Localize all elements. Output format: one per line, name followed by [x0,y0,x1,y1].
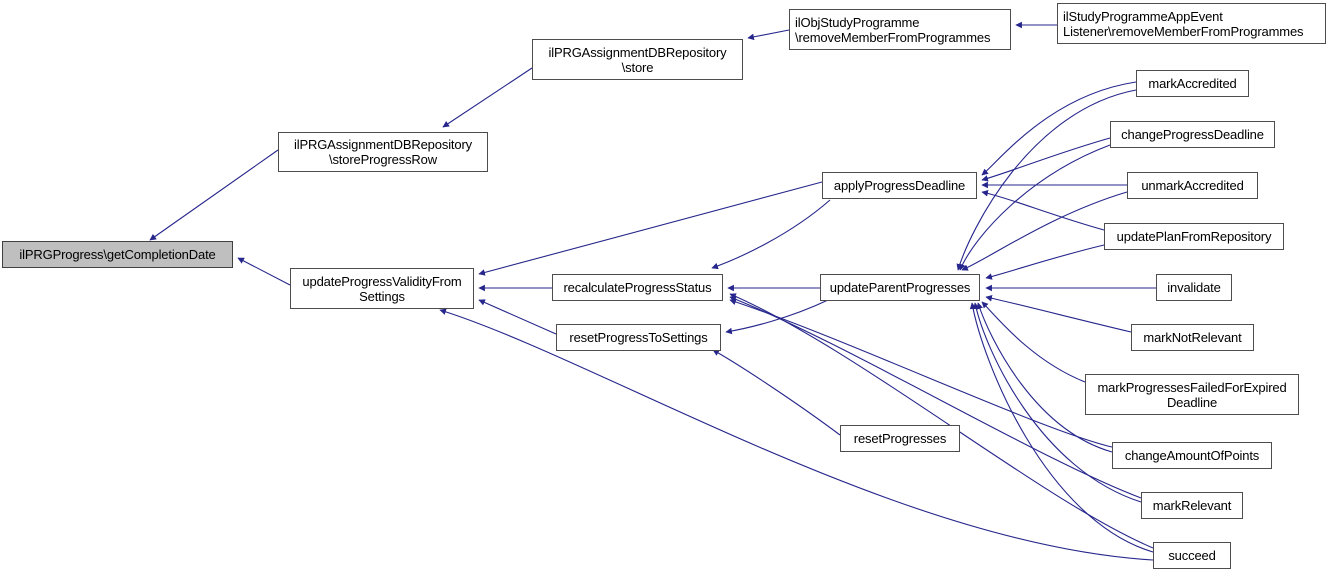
graph-edge [478,181,823,276]
graph-node-changeProgressDeadline[interactable]: changeProgressDeadline [1110,121,1275,148]
graph-edge [478,299,557,335]
graph-node-removeMemberFromProgrammes[interactable]: ilObjStudyProgramme \removeMemberFromPro… [789,9,1011,50]
graph-edge [976,302,1113,453]
graph-edge [959,144,1111,271]
graph-edge [712,349,841,436]
graph-node-markAccredited[interactable]: markAccredited [1136,70,1249,97]
graph-edge [981,190,1105,231]
graph-edge [981,137,1111,182]
graph-node-succeed[interactable]: succeed [1153,542,1231,569]
graph-node-markNotRelevant[interactable]: markNotRelevant [1131,324,1254,351]
graph-node-unmarkAccredited[interactable]: unmarkAccredited [1127,172,1258,199]
graph-edge [729,293,1154,549]
graph-edge [729,298,1113,448]
graph-edge [442,67,533,128]
graph-edge [956,89,1137,271]
graph-node-resetProgressToSettings[interactable]: resetProgressToSettings [556,324,721,351]
graph-edge [973,302,1142,503]
graph-node-listenerRemoveMember[interactable]: ilStudyProgrammeAppEvent Listener\remove… [1057,3,1326,44]
graph-edge [237,257,291,286]
graph-node-changeAmountOfPoints[interactable]: changeAmountOfPoints [1112,442,1272,469]
graph-node-getCompletionDate[interactable]: ilPRGProgress\getCompletionDate [2,241,233,268]
graph-node-markRelevant[interactable]: markRelevant [1141,492,1243,519]
graph-edge [981,301,1086,383]
graph-edge [711,199,831,270]
graph-edge [729,296,1142,499]
graph-node-markProgressesFailedForExpiredDeadline[interactable]: markProgressesFailedForExpired Deadline [1085,374,1299,415]
graph-edge [961,191,1128,271]
graph-node-store[interactable]: ilPRGAssignmentDBRepository \store [532,39,743,80]
graph-edge [985,244,1105,280]
graph-edge [981,81,1137,176]
graph-node-resetProgresses[interactable]: resetProgresses [840,425,960,452]
graph-node-updatePlanFromRepository[interactable]: updatePlanFromRepository [1104,223,1284,250]
graph-node-recalculateProgressStatus[interactable]: recalculateProgressStatus [552,274,723,301]
graph-node-storeProgressRow[interactable]: ilPRGAssignmentDBRepository \storeProgre… [278,132,488,172]
graph-edge [969,302,1154,553]
graph-node-invalidate[interactable]: invalidate [1156,274,1232,301]
graph-node-updateParentProgresses[interactable]: updateParentProgresses [820,274,980,301]
graph-edge [439,308,1154,561]
graph-edge [985,294,1132,333]
graph-node-updateProgressValidityFromSettings[interactable]: updateProgressValidityFrom Settings [290,268,474,309]
graph-edge [725,299,829,335]
graph-edge [149,149,279,241]
graph-node-applyProgressDeadline[interactable]: applyProgressDeadline [822,172,977,199]
graph-edge [747,29,790,41]
